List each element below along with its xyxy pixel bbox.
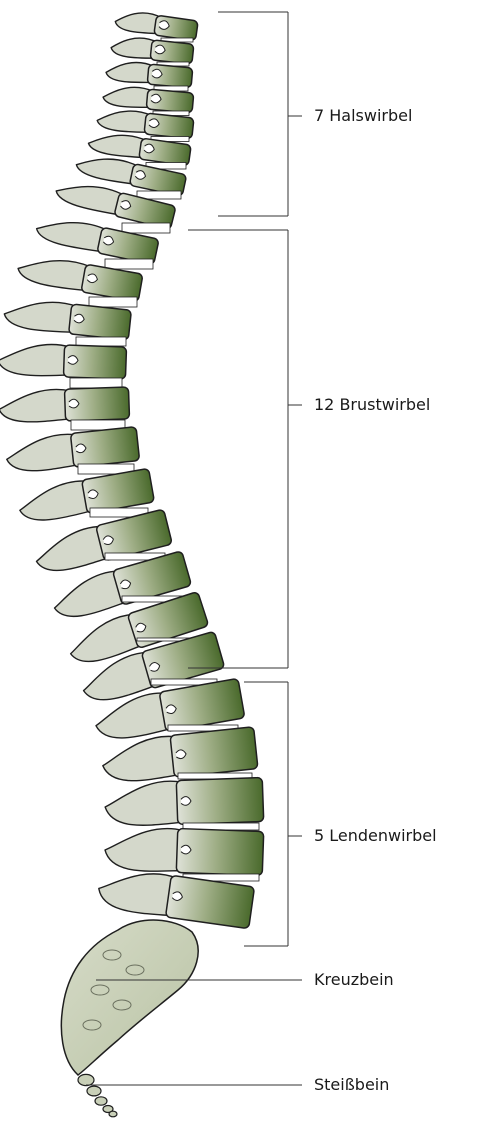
label-sacrum: Kreuzbein	[314, 970, 394, 990]
vertebra-process	[34, 214, 108, 254]
label-cervical: 7 Halswirbel	[314, 106, 412, 126]
vertebra-body	[81, 264, 143, 302]
vertebra	[0, 387, 130, 424]
intervertebral-disc	[89, 297, 137, 307]
vertebra-process	[5, 433, 80, 474]
sacrum	[61, 920, 198, 1075]
vertebra-process	[3, 297, 78, 334]
vertebra-body	[165, 875, 254, 928]
vertebra-process	[16, 253, 92, 293]
spine-column	[0, 9, 264, 1117]
label-lumbar: 5 Lendenwirbel	[314, 826, 437, 846]
vertebra-process	[104, 826, 183, 872]
intervertebral-disc	[122, 223, 170, 233]
vertebra-process	[104, 781, 183, 827]
vertebra	[0, 343, 127, 379]
bracket-cervical	[218, 12, 302, 216]
bracket-thoracic	[188, 230, 302, 668]
coccyx-segment	[109, 1111, 117, 1117]
vertebra-process	[0, 343, 71, 377]
vertebra-process	[96, 866, 177, 917]
coccyx-segment	[95, 1097, 107, 1105]
label-thoracic: 12 Brustwirbel	[314, 395, 430, 415]
coccyx-segment	[87, 1086, 101, 1096]
vertebra-process	[100, 735, 180, 784]
intervertebral-disc	[76, 337, 126, 346]
vertebra-process	[87, 130, 147, 159]
intervertebral-disc	[105, 259, 153, 269]
vertebra	[104, 778, 263, 827]
vertebra-process	[0, 389, 72, 423]
label-coccyx: Steißbein	[314, 1075, 389, 1095]
coccyx-segment	[78, 1074, 94, 1085]
vertebra	[114, 9, 198, 41]
intervertebral-disc	[70, 378, 122, 388]
vertebra-process	[17, 479, 94, 525]
vertebra	[104, 826, 263, 875]
